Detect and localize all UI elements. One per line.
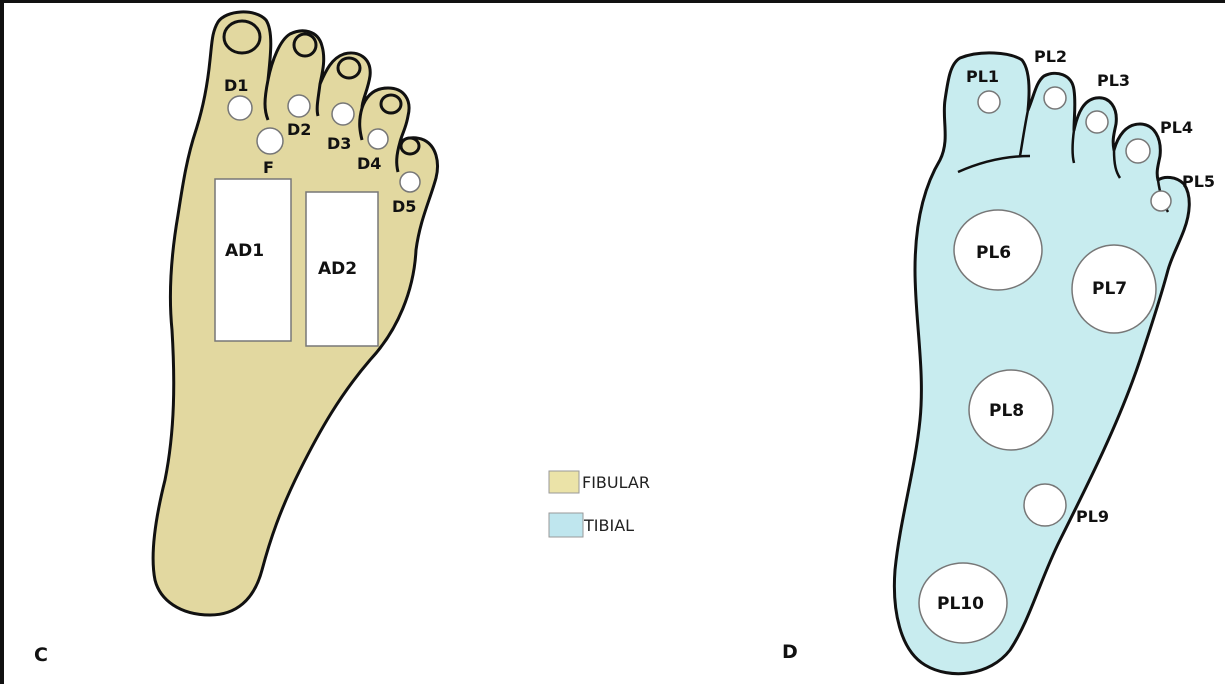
left-foot: D1 D2 D3 D4 D5 F AD1 AD2 xyxy=(153,12,437,615)
toe-nail xyxy=(224,21,260,53)
label-pl1: PL1 xyxy=(966,67,999,86)
region-pl4-circle xyxy=(1126,139,1150,163)
toe-nail xyxy=(401,138,419,154)
legend-swatch-tibial xyxy=(549,513,583,537)
label-pl8: PL8 xyxy=(989,401,1024,421)
panel-letter-c: C xyxy=(34,644,48,666)
label-ad1: AD1 xyxy=(225,241,264,261)
region-d2-circle xyxy=(288,95,310,117)
label-pl4: PL4 xyxy=(1160,118,1193,137)
label-pl10: PL10 xyxy=(937,594,984,614)
legend-swatch-fibular xyxy=(549,471,579,493)
label-ad2: AD2 xyxy=(318,259,357,279)
toe-nail xyxy=(381,95,401,113)
legend-label-tibial: TIBIAL xyxy=(583,516,634,535)
label-pl3: PL3 xyxy=(1097,71,1130,90)
panel-letter-d: D xyxy=(782,641,798,663)
label-pl5: PL5 xyxy=(1182,172,1215,191)
label-d4: D4 xyxy=(357,154,381,173)
region-d4-circle xyxy=(368,129,388,149)
right-foot: PL1 PL2 PL3 PL4 PL5 PL6 PL7 PL8 PL9 PL10 xyxy=(894,47,1215,674)
label-pl6: PL6 xyxy=(976,243,1011,263)
label-pl2: PL2 xyxy=(1034,47,1067,66)
region-pl1-circle xyxy=(978,91,1000,113)
label-d1: D1 xyxy=(224,76,248,95)
legend-label-fibular: FIBULAR xyxy=(582,473,650,492)
label-d5: D5 xyxy=(392,197,416,216)
region-pl9-circle xyxy=(1024,484,1066,526)
label-pl9: PL9 xyxy=(1076,507,1109,526)
toe-nail xyxy=(338,58,360,78)
region-d5-circle xyxy=(400,172,420,192)
toe-nail xyxy=(294,34,316,56)
legend: FIBULAR TIBIAL xyxy=(549,471,650,537)
region-d3-circle xyxy=(332,103,354,125)
label-d3: D3 xyxy=(327,134,351,153)
label-f: F xyxy=(263,158,274,177)
region-pl3-circle xyxy=(1086,111,1108,133)
region-pl2-circle xyxy=(1044,87,1066,109)
toe-crease xyxy=(1073,130,1075,163)
region-f-circle xyxy=(257,128,283,154)
region-pl5-circle xyxy=(1151,191,1171,211)
label-pl7: PL7 xyxy=(1092,279,1127,299)
label-d2: D2 xyxy=(287,120,311,139)
region-d1-circle xyxy=(228,96,252,120)
